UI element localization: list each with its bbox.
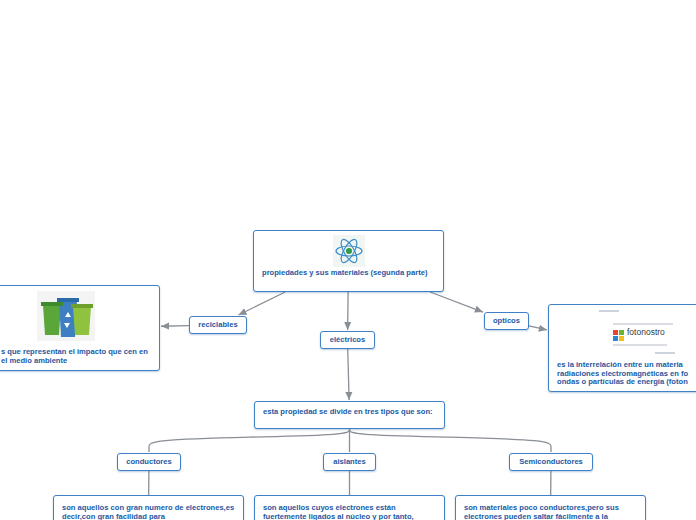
topic-box: eléctricos bbox=[320, 331, 375, 349]
topic-box: Semiconductores bbox=[509, 453, 593, 471]
topic-card: fotonostro es la interrelación entre un m… bbox=[548, 304, 696, 392]
connector bbox=[349, 471, 350, 495]
node-text: propiedades y sus materiales (segunda pa… bbox=[262, 269, 435, 278]
topic-card: s que representan el impacto que cen en … bbox=[0, 285, 160, 371]
connector bbox=[238, 292, 285, 315]
connector bbox=[347, 292, 349, 330]
topic-box: son aquellos con gran numero de electron… bbox=[53, 495, 244, 520]
node-text: Semiconductores bbox=[513, 458, 589, 467]
topic-box: son aquellos cuyos electrones están fuer… bbox=[254, 495, 445, 520]
node-text: eléctricos bbox=[325, 336, 370, 345]
connector bbox=[149, 429, 350, 452]
connector bbox=[348, 349, 349, 400]
topic-box: opticos bbox=[484, 312, 529, 330]
topic-box: aislantes bbox=[323, 453, 376, 471]
node-text: aislantes bbox=[327, 458, 372, 467]
connector bbox=[161, 325, 189, 327]
topic-box: reciclables bbox=[189, 316, 247, 334]
node-text: son aquellos con gran numero de electron… bbox=[62, 504, 235, 520]
recycle-bins-picture bbox=[37, 291, 95, 341]
connector bbox=[550, 471, 552, 495]
topic-box: esta propiedad se divide en tres tipos q… bbox=[254, 401, 445, 429]
logo-word: fotonostro bbox=[627, 328, 665, 338]
topic-box: son materiales poco conductores,pero sus… bbox=[455, 495, 646, 520]
connector bbox=[350, 429, 552, 452]
node-text: conductores bbox=[121, 458, 177, 467]
node-text: opticos bbox=[488, 317, 525, 326]
connector bbox=[430, 292, 483, 312]
topic-card: propiedades y sus materiales (segunda pa… bbox=[253, 230, 444, 292]
node-text: es la interrelación entre un materia rad… bbox=[557, 361, 696, 387]
topic-box: conductores bbox=[117, 453, 181, 471]
node-text: son materiales poco conductores,pero sus… bbox=[464, 504, 637, 520]
atom-icon bbox=[333, 235, 365, 267]
connector bbox=[349, 429, 350, 452]
connector bbox=[148, 471, 150, 495]
node-text: s que representan el impacto que cen en … bbox=[1, 348, 155, 365]
connector bbox=[529, 326, 547, 330]
node-text: esta propiedad se divide en tres tipos q… bbox=[263, 408, 436, 417]
node-text: reciclables bbox=[194, 321, 242, 330]
node-text: son aquellos cuyos electrones están fuer… bbox=[263, 504, 436, 520]
